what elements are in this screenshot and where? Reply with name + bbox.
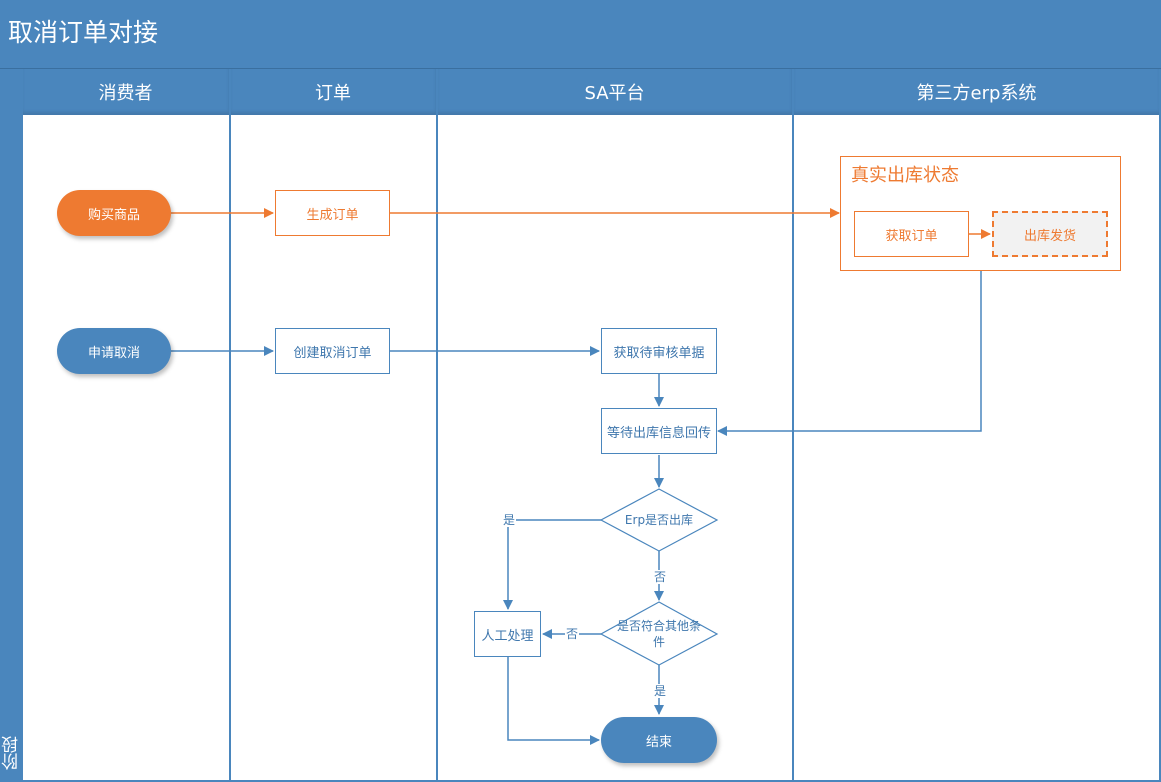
create-cancel-order-box: 创建取消订单 bbox=[275, 328, 390, 374]
diagram-title: 取消订单对接 bbox=[8, 18, 159, 47]
other-conditions-label: 是否符合其他条件 bbox=[617, 619, 702, 649]
stage-bar bbox=[0, 69, 22, 782]
group-title: 真实出库状态 bbox=[851, 165, 959, 186]
generate-order-box: 生成订单 bbox=[275, 190, 390, 236]
diagram-title-bar: 取消订单对接 bbox=[0, 0, 1161, 69]
end-terminal: 结束 bbox=[601, 717, 717, 763]
erp-decision-label: Erp是否出库 bbox=[624, 513, 694, 527]
apply-cancel-terminal: 申请取消 bbox=[57, 328, 171, 374]
lane-divider bbox=[436, 69, 438, 782]
edge-label-yes: 是 bbox=[653, 684, 668, 698]
edge-label-no: 否 bbox=[653, 570, 668, 584]
lane-divider bbox=[792, 69, 794, 782]
edge-group-to-wait bbox=[717, 271, 982, 436]
edge-label-no: 否 bbox=[565, 627, 580, 641]
outbound-ship-box: 出库发货 bbox=[992, 211, 1108, 257]
edge-erp-yes-to-manual bbox=[503, 519, 601, 610]
manual-handling-box: 人工处理 bbox=[474, 611, 541, 657]
fetch-pending-docs-box: 获取待审核单据 bbox=[601, 328, 717, 374]
wait-outbound-feedback-box: 等待出库信息回传 bbox=[601, 408, 717, 454]
lane-bottom-border bbox=[22, 780, 1161, 782]
lane-header-sa-platform: SA平台 bbox=[437, 69, 793, 115]
edge-manual-to-end bbox=[507, 657, 600, 745]
lane-divider bbox=[229, 69, 231, 782]
lane-divider bbox=[1159, 69, 1161, 782]
buy-goods-terminal: 购买商品 bbox=[57, 190, 171, 236]
other-cond-diamond bbox=[599, 601, 719, 666]
fetch-order-box: 获取订单 bbox=[854, 211, 969, 257]
lane-header-erp: 第三方erp系统 bbox=[793, 69, 1161, 115]
lane-header-order: 订单 bbox=[230, 69, 437, 115]
erp-decision-diamond bbox=[599, 488, 719, 552]
lane-divider bbox=[21, 69, 23, 782]
edge-label-yes: 是 bbox=[502, 513, 517, 527]
